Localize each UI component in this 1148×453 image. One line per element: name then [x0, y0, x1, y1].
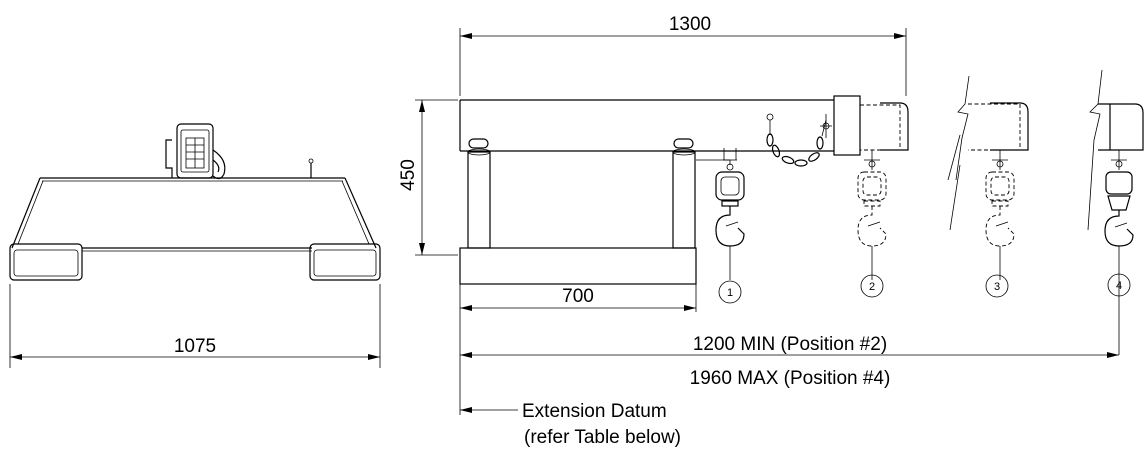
hook-position-4 — [1087, 69, 1144, 355]
position-number: 1 — [727, 287, 733, 299]
datum-note: (refer Table below) — [524, 427, 681, 448]
position-balloon-1: 1 — [718, 280, 742, 304]
side-view: 1 2 3 4 1300 450 700 1200 MIN (Posit — [398, 14, 1144, 448]
height-dimension-label: 450 — [398, 159, 419, 191]
hook-position-2 — [857, 150, 887, 280]
front-view: 1075 — [9, 123, 381, 368]
position-balloon-3: 3 — [985, 274, 1009, 298]
length-dimension-label: 1300 — [669, 14, 711, 35]
position-number: 4 — [1116, 280, 1122, 292]
hook-position-3 — [947, 75, 1029, 280]
position-balloon-2: 2 — [860, 274, 884, 298]
pocket-length-dimension-label: 700 — [562, 286, 594, 307]
max-extension-label: 1960 MAX (Position #4) — [690, 368, 891, 389]
position-balloon-4: 4 — [1107, 273, 1131, 297]
datum-label: Extension Datum — [522, 401, 667, 422]
position-number: 2 — [869, 281, 875, 293]
position-number: 3 — [994, 281, 1000, 293]
min-extension-label: 1200 MIN (Position #2) — [693, 334, 887, 355]
width-dimension-label: 1075 — [174, 336, 216, 357]
